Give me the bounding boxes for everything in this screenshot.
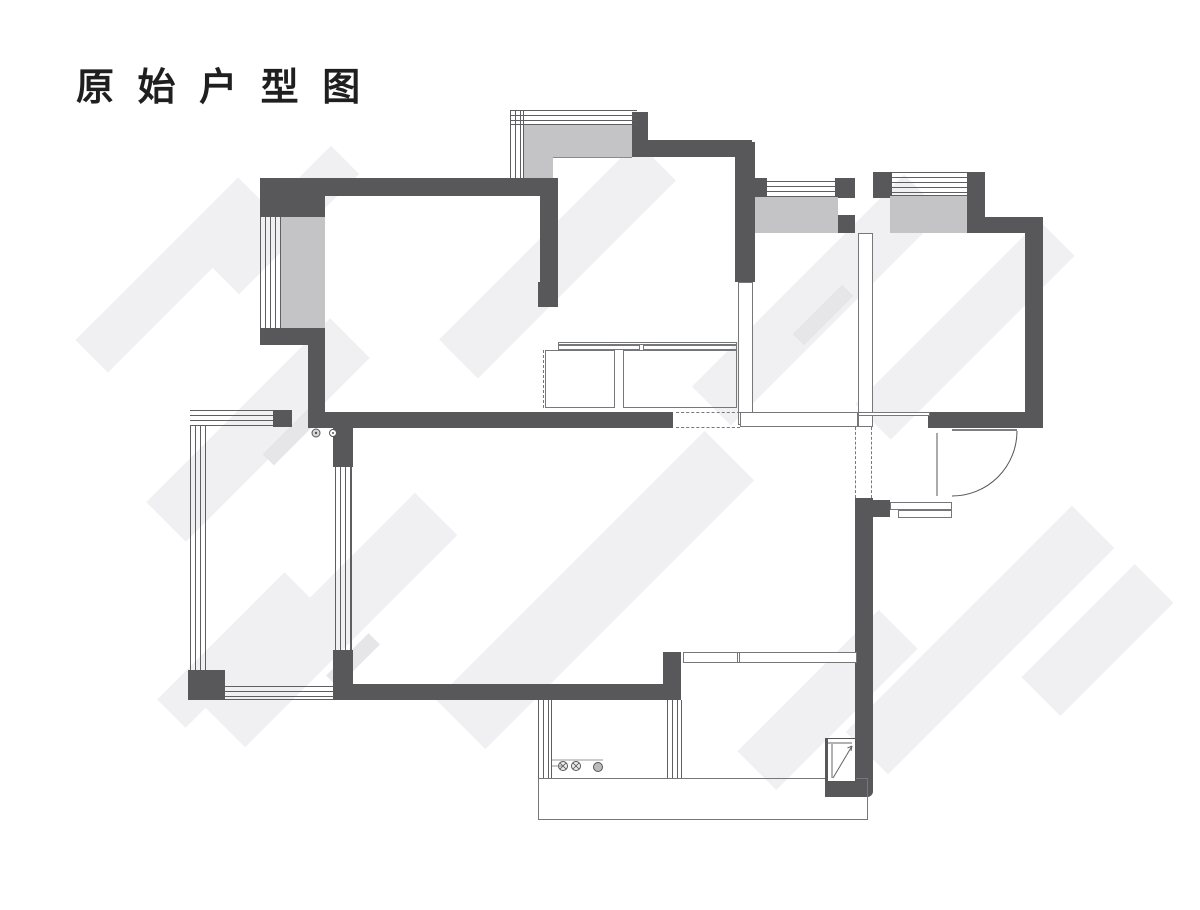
window-balcony-bottom [225, 686, 333, 700]
wall-south-end-block [663, 652, 681, 700]
wall-bed1-top [262, 178, 558, 196]
dashed-hall-opening-top [676, 412, 740, 413]
partition-bath-north-tick [737, 652, 740, 663]
wall-bottom-right [825, 780, 873, 797]
drain-circle [593, 762, 603, 772]
window-bath-west [667, 700, 682, 778]
window-bed3-top [892, 172, 967, 196]
wall-balcony-door-post [273, 410, 292, 427]
drain-dot [314, 431, 318, 435]
wall-ledge-block-right-a [835, 178, 855, 198]
wall-living-west-top-block [333, 427, 353, 467]
sill-bed3-window [890, 196, 967, 233]
south-balcony-slab [538, 778, 868, 820]
partition-hall-south [740, 412, 858, 427]
wall-bed2-right [735, 142, 755, 282]
window-balcony-left [190, 426, 206, 670]
wall-entry-nub [873, 500, 890, 517]
cabinet-tab-left [558, 345, 640, 350]
wall-ledge-block-left [755, 178, 767, 198]
wall-bed1-corner-column [260, 178, 325, 217]
drain-cross [572, 762, 580, 770]
partition-bed3-west [858, 233, 873, 427]
wall-bed2-top [632, 140, 752, 157]
dashed-cabinet-front [543, 350, 544, 408]
entry-step-1 [890, 502, 952, 510]
entry-step-2 [898, 510, 952, 518]
window-balcony-top-frame [190, 410, 273, 426]
wall-bed1-left-lower [308, 345, 325, 412]
sill-ac-ledge [755, 197, 838, 233]
window-ac-ledge [767, 181, 835, 197]
wall-entry [928, 412, 1042, 428]
wall-ledge-block-right-b [835, 215, 855, 233]
wall-living-top [308, 412, 673, 428]
cabinet-right [623, 350, 737, 408]
wall-divider-end-block [538, 282, 558, 307]
window-bed2-balcony-frame-v [510, 110, 524, 178]
partition-bed2-south [558, 342, 737, 345]
window-living-west [335, 467, 352, 650]
wall-living-west-bottom-block [333, 650, 353, 685]
window-bed1-left [260, 217, 281, 328]
wall-living-south [333, 684, 678, 700]
wall-bed3-corner-left [873, 172, 892, 198]
partition-bath-north [683, 652, 857, 663]
dashed-entry-opening-right [871, 427, 872, 498]
sill-bed2-balcony-b [524, 124, 553, 178]
entry-door-arc [951, 430, 1018, 497]
cabinet-tab-right [643, 345, 737, 350]
wall-bed3-top [967, 217, 1043, 233]
wall-bed1-window-bottom-block [260, 328, 325, 345]
partition-entry-line [858, 412, 930, 416]
dashed-entry-opening-left [855, 427, 856, 498]
page-title: 原始户型图 [76, 67, 384, 109]
window-bed2-balcony-frame-h [510, 110, 637, 125]
step-up-arrow [832, 745, 853, 779]
bath-door-panel [825, 738, 856, 782]
dashed-hall-opening-bottom [676, 427, 740, 428]
wall-balcony-corner-block [188, 670, 225, 700]
sill-bed1-window [281, 217, 325, 328]
cabinet-left [545, 350, 615, 408]
step-up-arrow-head [847, 745, 853, 752]
window-south-balcony [538, 700, 552, 778]
wall-bed1-bed2-divider [540, 196, 558, 307]
wall-right-upper [1025, 217, 1043, 428]
drain-dot [332, 432, 334, 434]
wall-right-lower [855, 498, 873, 797]
